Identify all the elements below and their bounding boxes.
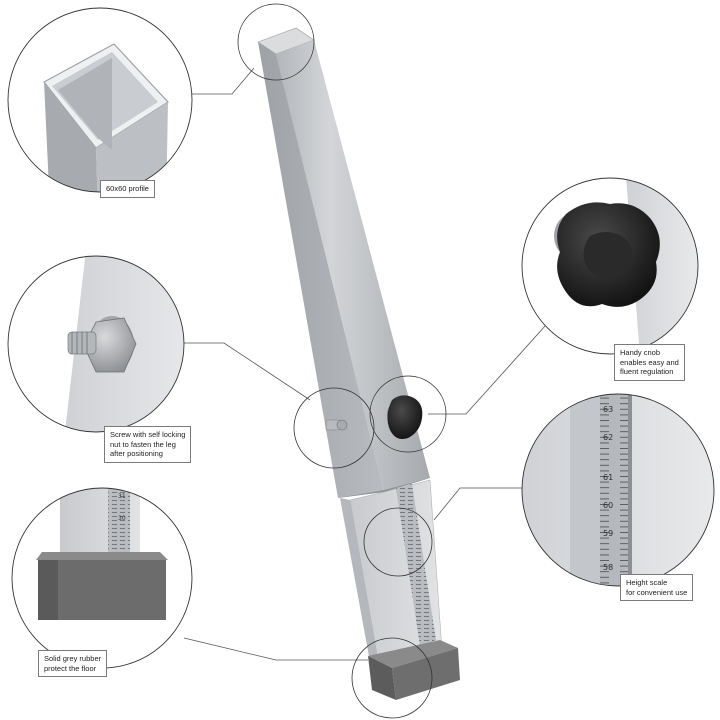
callout-line: Handy cnob bbox=[620, 348, 661, 357]
scale-number: 58 bbox=[603, 563, 613, 572]
callout-scale: Height scale for convenient use bbox=[620, 574, 694, 601]
callout-line: Solid grey rubber bbox=[44, 654, 102, 663]
callout-knob: Handy cnob enables easy and fluent regul… bbox=[614, 344, 685, 381]
highlight-circles bbox=[237, 3, 447, 719]
zoom-rubber-foot: 31 30 bbox=[11, 487, 193, 669]
callout-line: for convenient use bbox=[626, 587, 688, 597]
callout-line: nut to fasten the leg bbox=[110, 439, 176, 449]
scale-number: 60 bbox=[603, 501, 613, 510]
scale-number: 61 bbox=[603, 473, 613, 482]
callout-profile: 60x60 profile bbox=[100, 180, 155, 198]
foot-scale-number: 31 bbox=[118, 493, 126, 500]
callout-line: 60x60 profile bbox=[106, 184, 149, 193]
callout-rubber: Solid grey rubber protect the floor bbox=[38, 650, 108, 677]
zoom-height-scale: 63 62 61 60 59 58 bbox=[521, 393, 715, 587]
callout-screw: Screw with self locking nut to fasten th… bbox=[104, 426, 192, 463]
callout-line: Height scale bbox=[626, 578, 668, 587]
scale-numbers: 63 62 61 60 59 58 bbox=[603, 405, 613, 572]
scale-number: 62 bbox=[603, 433, 613, 442]
leg-screw bbox=[325, 419, 348, 431]
rubber-foot bbox=[368, 640, 460, 700]
scale-number: 59 bbox=[603, 529, 613, 538]
leg-knob bbox=[387, 395, 423, 439]
callout-line: protect the floor bbox=[44, 663, 97, 673]
callout-line: enables easy and bbox=[620, 357, 679, 367]
table-leg bbox=[257, 27, 460, 700]
scale-number: 63 bbox=[603, 405, 613, 414]
callout-line: Screw with self locking bbox=[110, 430, 186, 439]
foot-scale-number: 30 bbox=[118, 515, 126, 522]
zoom-screw bbox=[7, 255, 185, 433]
callout-line: after positioning bbox=[110, 449, 163, 458]
zoom-knob bbox=[521, 177, 699, 355]
callout-line: fluent regulation bbox=[620, 367, 674, 376]
